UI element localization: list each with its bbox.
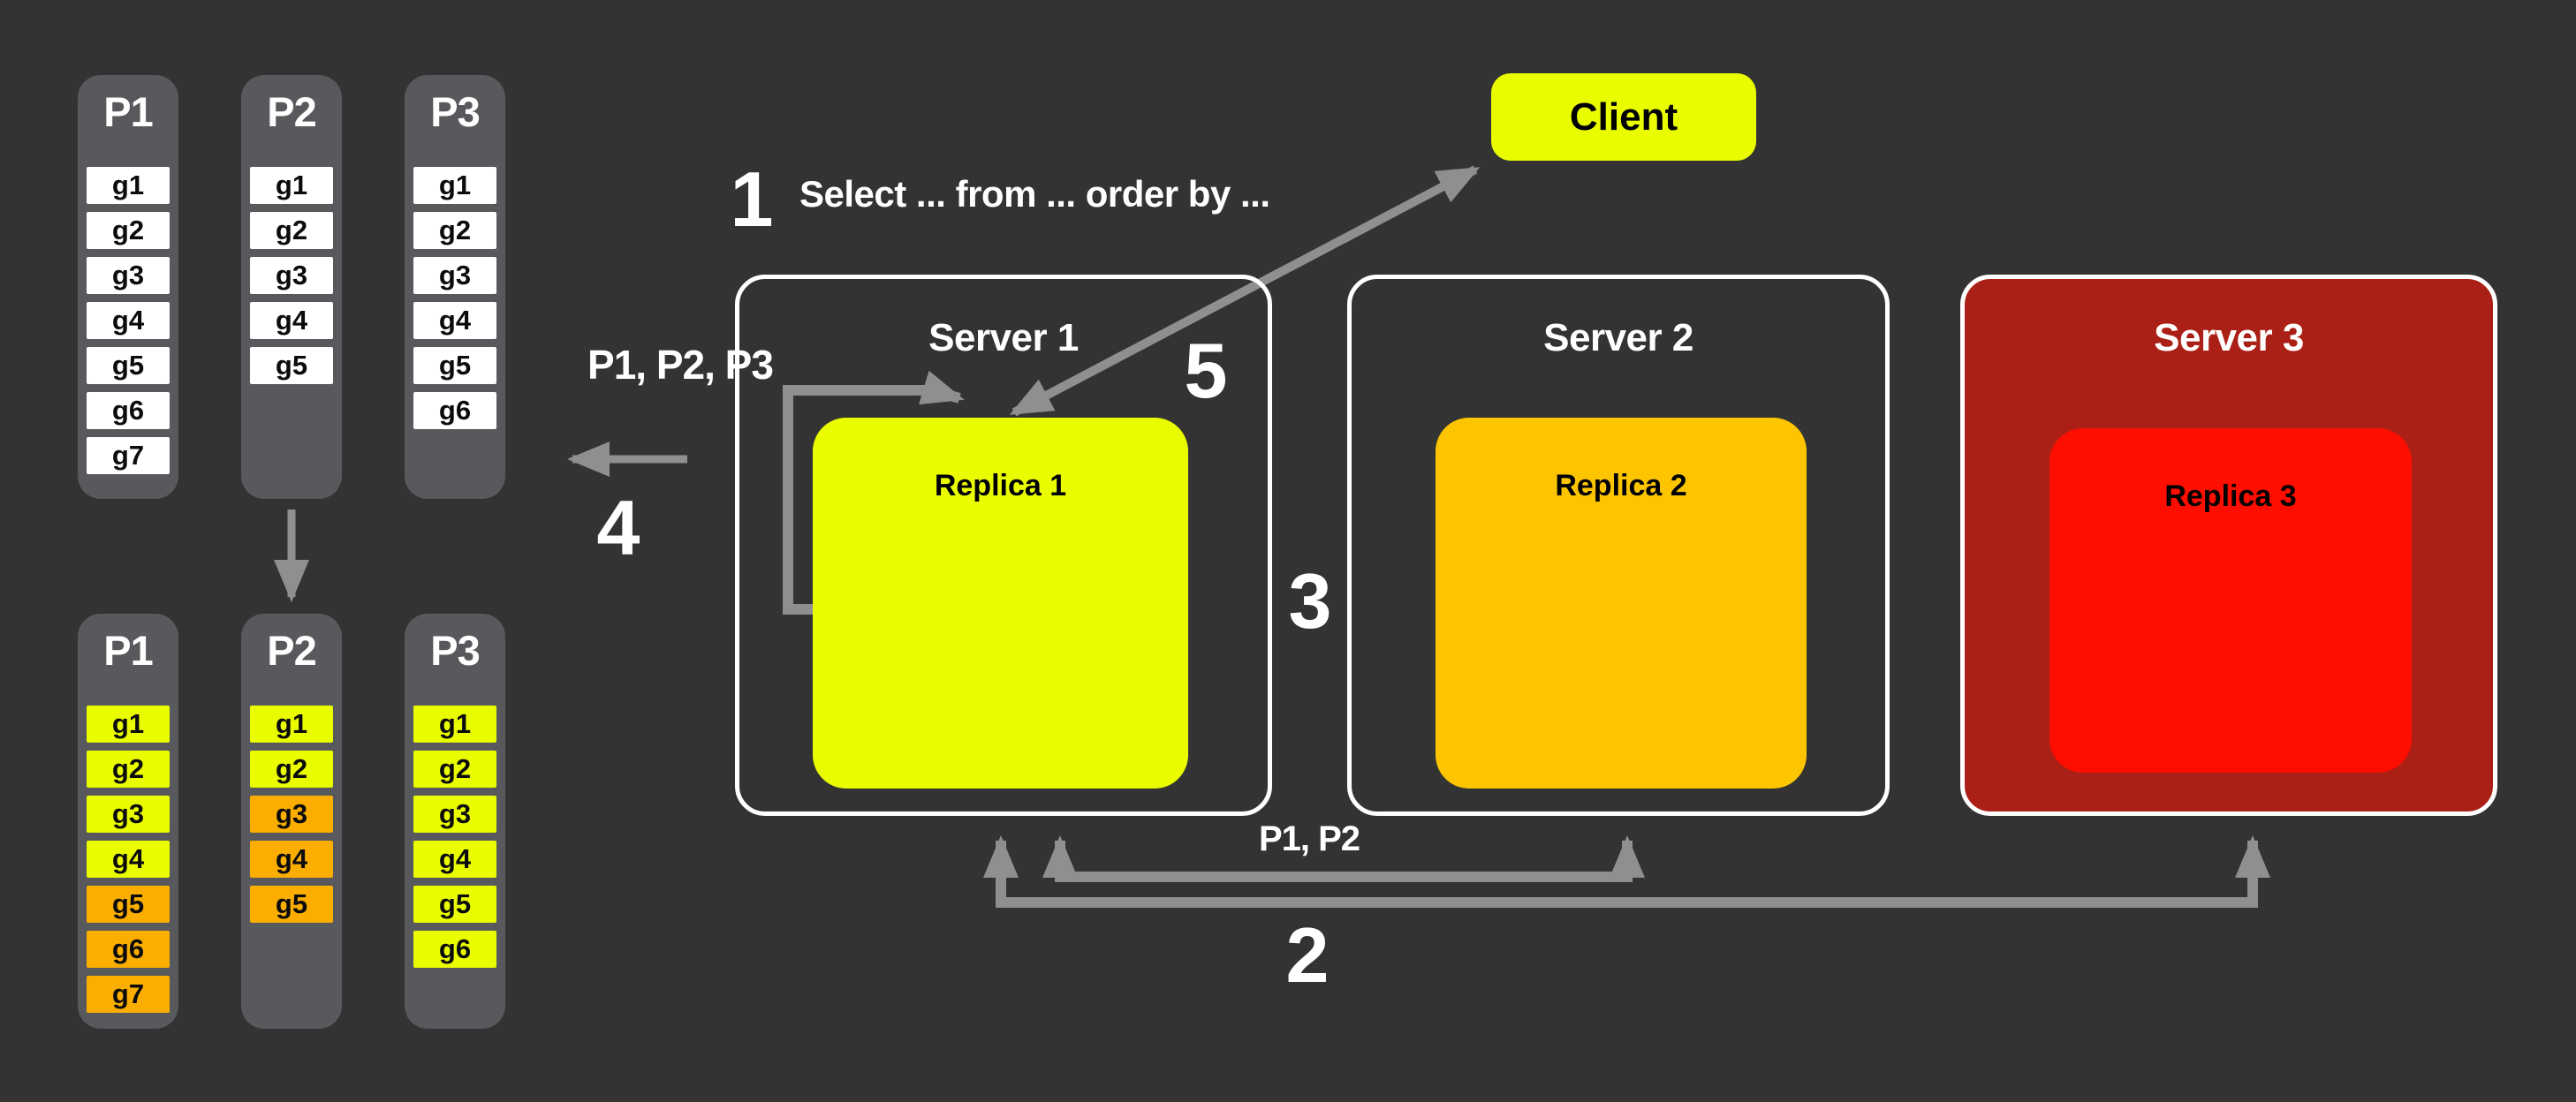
partition-cell-g3: g3 [87,257,170,294]
partition-cell-list: g1 g2 g3 g4 g5 g6 [413,167,496,429]
partition-cell-g2: g2 [413,751,496,788]
gather-partitions-label: P1, P2 [1258,819,1360,858]
partition-cell-g4: g4 [250,841,333,878]
partition-column-p2-unsorted: P2 g1 g2 g3 g4 g5 [241,75,342,499]
partition-column-p2-sorted: P2 g1 g2 g3 g4 g5 [241,614,342,1029]
server-3-label: Server 3 [2154,316,2304,359]
partition-cell-g4: g4 [250,302,333,339]
partition-cell-g5: g5 [87,347,170,384]
partition-cell-list: g1 g2 g3 g4 g5 [250,167,333,384]
partition-cell-g5: g5 [250,886,333,923]
server-1-label: Server 1 [928,316,1079,359]
partition-cell-g2: g2 [250,212,333,249]
step-4-number: 4 [596,484,640,571]
partition-column-p1-sorted: P1 g1 g2 g3 g4 g5 g6 g7 [78,614,178,1029]
partition-column-p3-unsorted: P3 g1 g2 g3 g4 g5 g6 [405,75,505,499]
partition-cell-g5: g5 [413,347,496,384]
replica-2-label: Replica 2 [1555,469,1687,502]
client-label: Client [1569,94,1678,139]
partition-cell-list: g1 g2 g3 g4 g5 g6 g7 [87,706,170,1013]
partition-cell-list: g1 g2 g3 g4 g5 [250,706,333,923]
partition-cell-g1: g1 [87,706,170,743]
partition-cell-g3: g3 [413,796,496,833]
partition-cell-g1: g1 [413,706,496,743]
partition-cell-g6: g6 [413,931,496,968]
scatter-partitions-label: P1, P2, P3 [587,342,774,388]
partition-cell-g7: g7 [87,437,170,474]
client-box: Client [1491,73,1756,161]
replica-1-box: Replica 1 [813,418,1188,789]
partition-cell-g2: g2 [87,212,170,249]
partition-cell-g1: g1 [250,167,333,204]
partition-title: P1 [103,627,154,674]
partition-column-p1-unsorted: P1 g1 g2 g3 g4 g5 g6 g7 [78,75,178,499]
partition-cell-list: g1 g2 g3 g4 g5 g6 g7 [87,167,170,474]
step-3-number: 3 [1288,557,1332,645]
replica-3-box: Replica 3 [2049,428,2412,773]
replica-1-label: Replica 1 [934,469,1067,502]
partition-cell-g5: g5 [87,886,170,923]
server-1-box: Server 1 Replica 1 [735,275,1272,816]
partition-cell-g6: g6 [413,392,496,429]
replica-2-box: Replica 2 [1436,418,1807,789]
partition-cell-g3: g3 [250,796,333,833]
partition-cell-g5: g5 [413,886,496,923]
partition-cell-g2: g2 [250,751,333,788]
partition-cell-g1: g1 [87,167,170,204]
partition-cell-g2: g2 [413,212,496,249]
partition-column-p3-sorted: P3 g1 g2 g3 g4 g5 g6 [405,614,505,1029]
step-2-number: 2 [1285,911,1330,999]
partition-cell-g6: g6 [87,931,170,968]
arrow-gather-server1-server3 [983,835,2270,908]
partition-cell-g4: g4 [413,841,496,878]
partition-title: P3 [430,627,481,674]
server-2-label: Server 2 [1543,316,1693,359]
step-5-number: 5 [1184,327,1228,414]
partition-title: P1 [103,88,154,135]
server-3-box: Server 3 Replica 3 [1960,275,2497,816]
partition-cell-g3: g3 [87,796,170,833]
replica-3-label: Replica 3 [2164,479,2297,513]
partition-title: P3 [430,88,481,135]
server-2-box: Server 2 Replica 2 [1347,275,1890,816]
partition-cell-g5: g5 [250,347,333,384]
partition-title: P2 [267,627,317,674]
partition-cell-g3: g3 [413,257,496,294]
partition-cell-g4: g4 [87,302,170,339]
partition-cell-g3: g3 [250,257,333,294]
partition-cell-g4: g4 [413,302,496,339]
partition-cell-g2: g2 [87,751,170,788]
partition-cell-g1: g1 [250,706,333,743]
step-1-number: 1 [730,155,774,243]
partition-cell-g7: g7 [87,976,170,1013]
partition-cell-list: g1 g2 g3 g4 g5 g6 [413,706,496,968]
partition-cell-g4: g4 [87,841,170,878]
step-1-query-label: Select ... from ... order by ... [799,173,1270,215]
partition-cell-g1: g1 [413,167,496,204]
partition-title: P2 [267,88,317,135]
partition-cell-g6: g6 [87,392,170,429]
